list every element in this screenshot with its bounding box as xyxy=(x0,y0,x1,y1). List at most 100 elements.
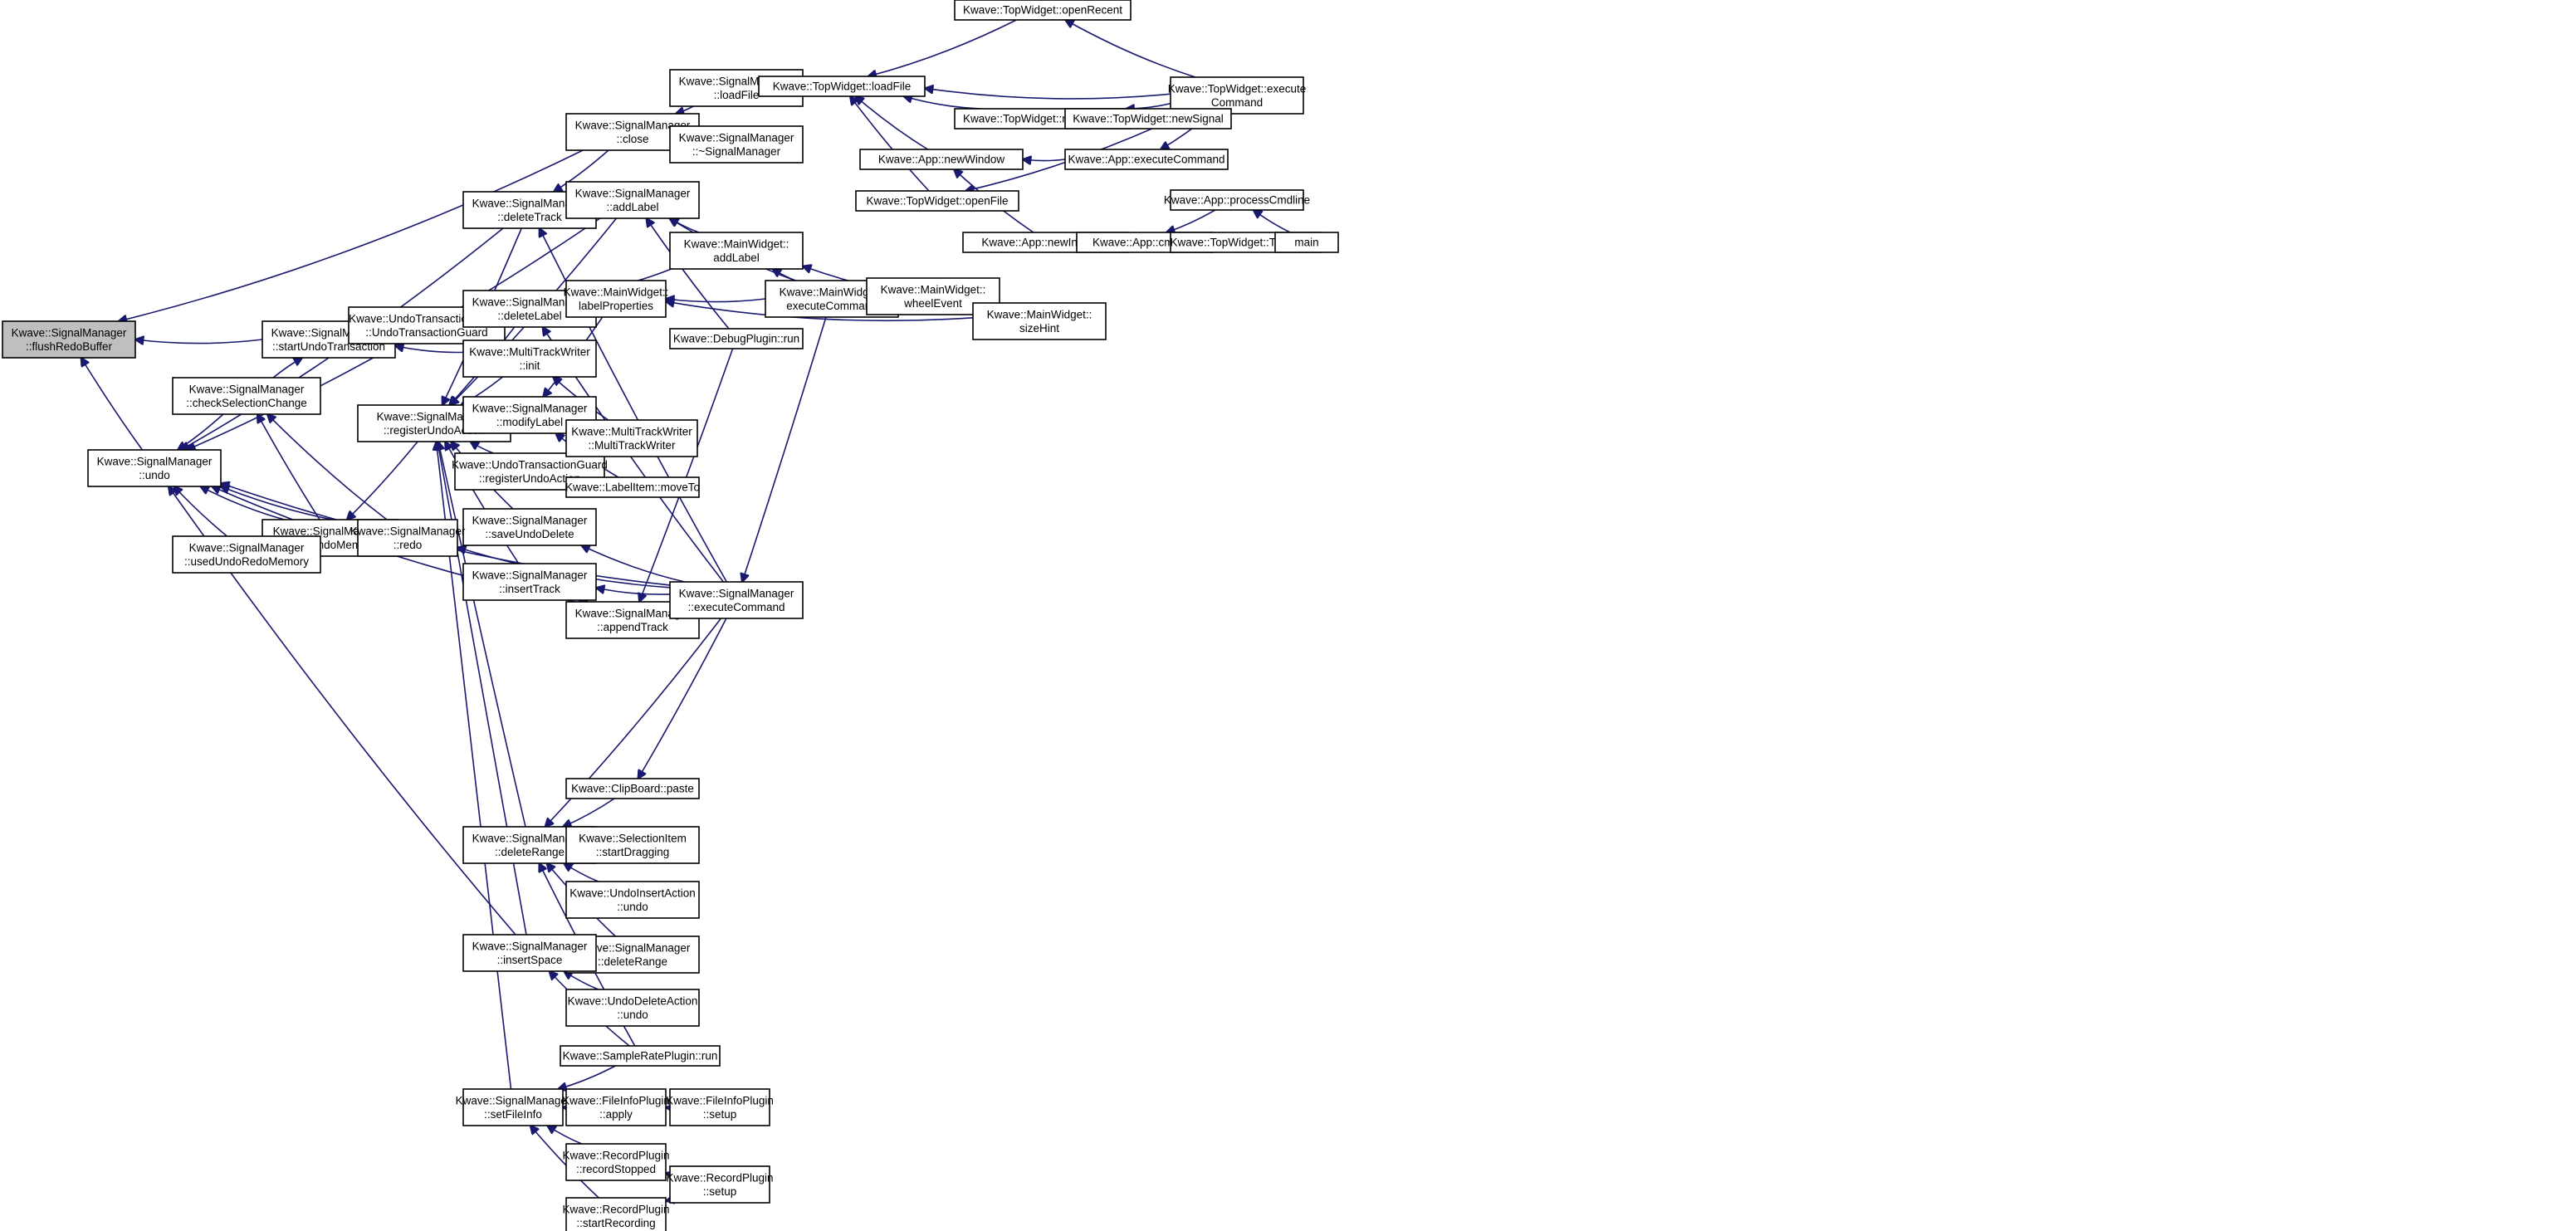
graph-node[interactable]: Kwave::RecordPlugin::startRecording xyxy=(562,1197,670,1231)
node-box xyxy=(357,519,458,557)
graph-node[interactable]: Kwave::SignalManager::modifyLabel xyxy=(462,396,597,434)
graph-node[interactable]: Kwave::SignalManager::executeCommand xyxy=(669,581,804,619)
node-label: ::deleteRange xyxy=(495,846,565,858)
graph-node[interactable]: Kwave::FileInfoPlugin::setup xyxy=(666,1088,774,1126)
node-label: Kwave::SignalManager xyxy=(472,402,588,414)
node-label: ::modifyLabel xyxy=(496,416,563,428)
graph-node[interactable]: Kwave::TopWidget::executeCommand xyxy=(1168,76,1307,115)
node-label: Kwave::ClipBoard::paste xyxy=(571,783,694,795)
node-label: wheelEvent xyxy=(903,297,962,310)
root-node[interactable]: Kwave::SignalManager::flushRedoBuffer xyxy=(2,320,136,359)
graph-node[interactable]: Kwave::SignalManager::checkSelectionChan… xyxy=(172,377,321,415)
node-box xyxy=(565,826,700,864)
node-label: ::redo xyxy=(393,539,423,551)
graph-node[interactable]: Kwave::MainWidget::addLabel xyxy=(669,232,804,270)
edge-n24-n35 xyxy=(647,218,730,330)
graph-node[interactable]: Kwave::TopWidget::loadFile xyxy=(758,76,926,97)
graph-node[interactable]: Kwave::SignalManager::saveUndoDelete xyxy=(462,508,597,546)
graph-node[interactable]: Kwave::UndoInsertAction::undo xyxy=(565,881,700,919)
node-label: ::undo xyxy=(617,901,648,913)
graph-node[interactable]: Kwave::UndoDeleteAction::undo xyxy=(565,989,700,1027)
node-label: ::insertSpace xyxy=(497,954,563,966)
graph-node[interactable]: Kwave::SignalManager::~SignalManager xyxy=(669,125,804,164)
edge-n2-n21 xyxy=(272,358,302,379)
node-label: ::usedUndoRedoMemory xyxy=(184,555,309,568)
node-label: Kwave::SelectionItem xyxy=(579,832,687,844)
graph-node[interactable]: Kwave::MainWidget::labelProperties xyxy=(564,280,669,318)
edge-n0-n2 xyxy=(135,340,263,344)
graph-node[interactable]: Kwave::SignalManager::redo xyxy=(350,519,466,557)
node-label: Kwave::UndoInsertAction xyxy=(569,887,696,899)
node-label: main xyxy=(1294,237,1318,249)
node-label: Kwave::UndoTransactionGuard xyxy=(452,458,608,471)
graph-node[interactable]: Kwave::TopWidget::openFile xyxy=(855,190,1019,212)
node-box xyxy=(669,1088,770,1126)
graph-node[interactable]: Kwave::SignalManager::setFileInfo xyxy=(456,1088,571,1126)
edge-n1-n4 xyxy=(676,105,694,114)
node-label: Kwave::SignalManager xyxy=(472,296,588,308)
node-label: Kwave::SignalManager xyxy=(12,326,127,339)
node-box xyxy=(669,328,804,349)
node-label: ::saveUndoDelete xyxy=(485,528,574,540)
graph-node[interactable]: Kwave::SignalManager::addLabel xyxy=(565,181,700,219)
node-box xyxy=(565,1088,667,1126)
node-label: Kwave::FileInfoPlugin xyxy=(666,1094,774,1106)
node-layer: Kwave::SignalManager::flushRedoBufferKwa… xyxy=(2,0,1339,1231)
graph-node[interactable]: Kwave::LabelItem::moveTo xyxy=(565,476,700,498)
graph-node[interactable]: Kwave::SignalManager::insertSpace xyxy=(462,934,597,972)
graph-node[interactable]: Kwave::ClipBoard::paste xyxy=(565,778,700,799)
node-label: Kwave::SignalManager xyxy=(189,541,305,554)
node-label: Kwave::SignalManager xyxy=(679,131,794,144)
node-box xyxy=(565,419,698,457)
graph-node[interactable]: Kwave::FileInfoPlugin::apply xyxy=(562,1088,670,1126)
node-box xyxy=(565,181,700,219)
graph-node[interactable]: Kwave::App::processCmdline xyxy=(1164,189,1310,211)
node-box xyxy=(87,449,222,487)
graph-node[interactable]: Kwave::TopWidget::openRecent xyxy=(954,0,1132,21)
node-label: ::close xyxy=(616,133,648,145)
node-box xyxy=(462,340,597,378)
graph-node[interactable]: main xyxy=(1274,232,1339,253)
edge-n38-n35 xyxy=(639,348,734,602)
node-label: Kwave::TopWidget::openFile xyxy=(866,195,1008,208)
node-box xyxy=(1064,108,1232,129)
node-label: ::checkSelectionChange xyxy=(186,397,307,409)
node-label: ::UndoTransactionGuard xyxy=(365,326,487,339)
node-label: Kwave::TopWidget::newSignal xyxy=(1073,113,1224,125)
node-box xyxy=(669,581,804,619)
graph-node[interactable]: Kwave::RecordPlugin::setup xyxy=(666,1165,774,1204)
graph-node[interactable]: Kwave::MultiTrackWriter::init xyxy=(462,340,597,378)
graph-node[interactable]: Kwave::RecordPlugin::recordStopped xyxy=(562,1143,670,1181)
graph-node[interactable]: Kwave::TopWidget::newSignal xyxy=(1064,108,1232,129)
graph-node[interactable]: Kwave::SignalManager::undo xyxy=(87,449,222,487)
graph-node[interactable]: Kwave::App::executeCommand xyxy=(1064,149,1229,170)
graph-node[interactable]: Kwave::SignalManager::usedUndoRedoMemory xyxy=(172,535,321,574)
node-label: Kwave::RecordPlugin xyxy=(562,1203,669,1215)
edge-n39-n40 xyxy=(742,316,827,582)
node-label: Kwave::MainWidget:: xyxy=(881,283,986,296)
edge-n30-n22 xyxy=(347,441,418,520)
node-label: ::startDragging xyxy=(596,846,670,858)
graph-node[interactable]: Kwave::SampleRatePlugin::run xyxy=(560,1045,721,1067)
edge-n6-n9 xyxy=(904,96,981,110)
node-box xyxy=(669,1165,770,1204)
edge-n16-n18 xyxy=(1254,210,1291,233)
node-label: Kwave::MainWidget:: xyxy=(780,286,885,298)
node-label: ::insertTrack xyxy=(499,583,560,595)
graph-node[interactable]: Kwave::MultiTrackWriter::MultiTrackWrite… xyxy=(565,419,698,457)
node-box xyxy=(669,125,804,164)
node-label: Kwave::SignalManager xyxy=(575,119,691,131)
node-box xyxy=(1274,232,1339,253)
node-label: ::setup xyxy=(703,1185,737,1198)
graph-node[interactable]: Kwave::MainWidget::sizeHint xyxy=(972,302,1107,340)
node-label: Kwave::MainWidget:: xyxy=(684,237,789,250)
graph-node[interactable]: Kwave::App::newWindow xyxy=(859,149,1024,170)
edge-n28-n39 xyxy=(581,545,685,583)
node-label: ::recordStopped xyxy=(576,1163,656,1175)
graph-node[interactable]: Kwave::SignalManager::insertTrack xyxy=(462,563,597,601)
graph-node[interactable]: Kwave::DebugPlugin::run xyxy=(669,328,804,349)
edge-n33-n40 xyxy=(773,269,796,281)
graph-node[interactable]: Kwave::SelectionItem::startDragging xyxy=(565,826,700,864)
node-label: ::~SignalManager xyxy=(692,145,781,158)
edge-n3-n30 xyxy=(201,486,285,520)
